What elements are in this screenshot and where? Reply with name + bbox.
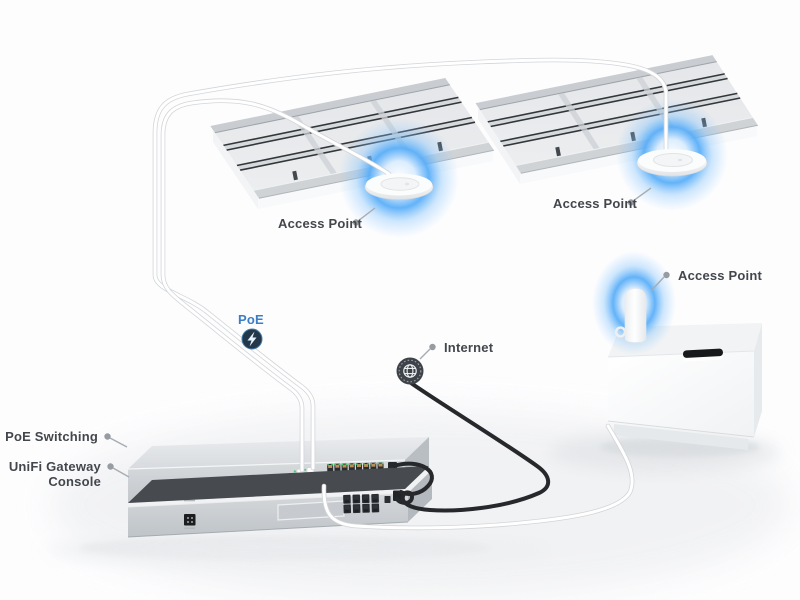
device-stack (45, 437, 555, 564)
poe-badge (241, 328, 263, 350)
mesh-access-point (614, 288, 647, 343)
poe-switching-label: PoE Switching (5, 429, 98, 444)
internet-cable (395, 381, 551, 513)
access-point-2-device (636, 149, 708, 177)
label-dots (104, 199, 670, 470)
label-leaders (109, 187, 665, 478)
gateway-console-label: UniFi Gateway Console (0, 459, 101, 489)
internet-globe-icon (396, 357, 424, 385)
access-point-3-label: Access Point (678, 268, 763, 283)
equipment-box (550, 323, 780, 472)
poe-label: PoE (238, 312, 264, 327)
box-pedestal (614, 424, 748, 450)
gateway-console-label-line2: Console (48, 474, 101, 489)
access-point-2-label: Access Point (553, 196, 638, 211)
ceiling-ap-cables (152, 57, 669, 473)
access-point-1-device (364, 173, 434, 200)
box-handle-slot (682, 348, 724, 362)
internet-label: Internet (444, 340, 494, 355)
access-point-1-label: Access Point (278, 216, 363, 231)
mesh-ap-cable (321, 423, 635, 531)
gateway-logo-display (184, 514, 196, 529)
gateway-console-label-line1: UniFi Gateway (8, 459, 101, 474)
